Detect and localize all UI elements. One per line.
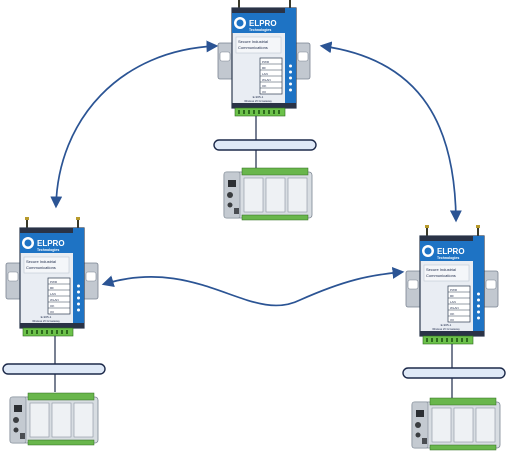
led-label: LAN — [50, 292, 56, 296]
panel-line-2: Communications — [238, 45, 268, 50]
led-label: OK — [450, 312, 454, 316]
plc-rack-left — [9, 392, 99, 446]
led-label: I/O — [50, 310, 55, 314]
wireless-module-top: ELPRO Technologies Secure Industrial Com… — [217, 0, 311, 117]
led-label: WLAN — [50, 298, 59, 302]
plc-rack-right — [411, 397, 501, 451]
led-label: RF — [450, 294, 454, 298]
led-label: WLAN — [262, 78, 271, 82]
led-label: LAN — [450, 300, 456, 304]
bus-cable-left — [2, 363, 106, 375]
brand-label: ELPRO — [37, 239, 65, 248]
led-label: LAN — [262, 72, 268, 76]
model-line-2: Wireless I/O & Gateway — [244, 99, 272, 103]
link-left-right — [101, 266, 405, 307]
brand-sub-label: Technologies — [37, 248, 59, 252]
station-left: ELPRO Technologies Secure Industrial Com… — [2, 216, 106, 446]
model-line-1: E-905-1 — [41, 315, 52, 319]
led-label: I/O — [262, 90, 267, 94]
panel-line-1: Secure Industrial — [26, 259, 56, 264]
panel-line-1: Secure Industrial — [426, 267, 456, 272]
plc-rack-top — [223, 167, 313, 221]
bus-cable-top — [213, 139, 317, 151]
brand-sub-label: Technologies — [437, 256, 459, 260]
link-top-right — [319, 41, 462, 223]
led-label: OK — [50, 304, 54, 308]
led-label: PWR — [50, 280, 58, 284]
led-label: RF — [262, 66, 266, 70]
panel-line-2: Communications — [26, 265, 56, 270]
model-line-1: E-905-1 — [253, 95, 264, 99]
led-label: PWR — [262, 60, 270, 64]
brand-sub-label: Technologies — [249, 28, 271, 32]
model-line-2: Wireless I/O & Gateway — [432, 327, 460, 331]
led-label: I/O — [450, 318, 455, 322]
station-right: ELPRO Technologies Secure Industrial Com… — [402, 224, 506, 451]
model-line-1: E-905-1 — [441, 323, 452, 327]
panel-line-2: Communications — [426, 273, 456, 278]
led-label: RF — [50, 286, 54, 290]
link-top-left — [50, 40, 219, 209]
model-line-2: Wireless I/O & Gateway — [32, 319, 60, 323]
brand-label: ELPRO — [437, 247, 465, 256]
bus-cable-right — [402, 367, 506, 379]
led-label: PWR — [450, 288, 458, 292]
led-label: OK — [262, 84, 266, 88]
led-label: WLAN — [450, 306, 459, 310]
wireless-module-left: ELPRO Technologies Secure Industrial Com… — [5, 216, 99, 337]
station-top: ELPRO Technologies Secure Industrial Com… — [213, 0, 317, 221]
brand-label: ELPRO — [249, 19, 277, 28]
panel-line-1: Secure Industrial — [238, 39, 268, 44]
wireless-module-right: ELPRO Technologies Secure Industrial Com… — [405, 224, 499, 345]
